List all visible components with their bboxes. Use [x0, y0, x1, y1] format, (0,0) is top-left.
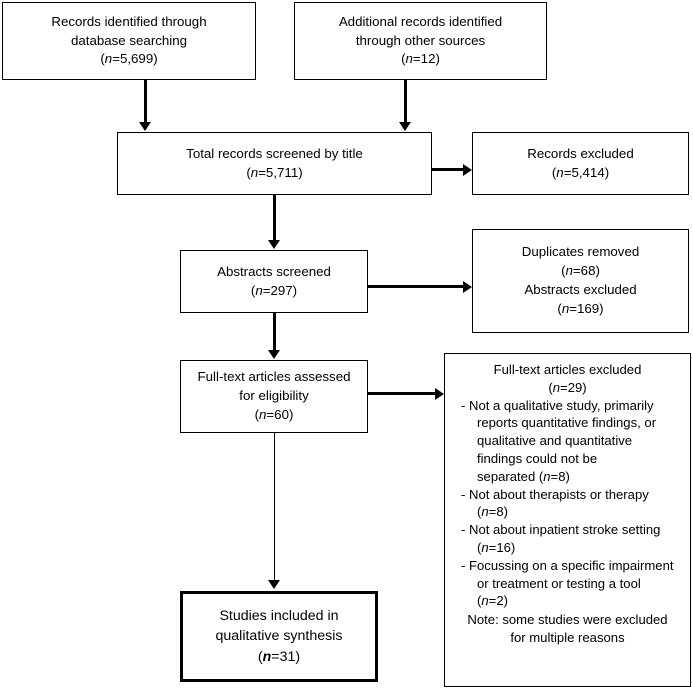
arrowhead-other-to-screened — [399, 122, 411, 131]
full-text-assessed-count: (n=60) — [254, 406, 294, 422]
records-identified-database-line-1: Records identified through — [51, 13, 207, 29]
connector-other-to-screened-stem — [404, 80, 408, 123]
arrowhead-abstracts-to-duplicates — [463, 280, 472, 293]
italic-n-glyph: n — [561, 300, 570, 316]
box-total-records-screened-by-title: Total records screened by title (n=5,711… — [117, 132, 432, 195]
reason-4-count: (n=2) — [477, 593, 508, 609]
reason-1-continuation-4: separated (n=8) — [477, 468, 570, 484]
arrowhead-abstracts-to-fulltext — [268, 350, 280, 359]
reason-1-continuation-2: qualitative and quantitative — [477, 433, 633, 449]
italic-n-glyph: n — [405, 51, 413, 67]
reason-2-count: (n=8) — [477, 504, 508, 520]
italic-n-glyph: n — [259, 406, 267, 422]
studies-included-line-1: Studies included in — [219, 608, 339, 625]
box-full-text-articles-assessed: Full-text articles assessed for eligibil… — [180, 360, 368, 433]
studies-included-line-2: qualitative synthesis — [215, 628, 343, 645]
abstracts-excluded-label: Abstracts excluded — [524, 282, 637, 297]
arrowhead-screened-to-records-excluded — [463, 163, 472, 176]
connector-abstracts-to-fulltext-stem — [273, 313, 276, 351]
connector-abstracts-to-duplicates — [368, 285, 464, 288]
total-records-screened-line-1: Total records screened by title — [186, 145, 363, 161]
records-excluded-count: (n=5,414) — [551, 164, 610, 180]
arrowhead-screened-to-abstracts — [268, 240, 280, 249]
full-text-assessed-line-1: Full-text articles assessed — [197, 369, 351, 385]
duplicates-removed-label: Duplicates removed — [521, 244, 640, 260]
connector-screened-to-records-excluded — [432, 168, 464, 171]
reason-4-continuation: or treatment or testing a tool — [477, 575, 641, 591]
box-duplicates-removed-abstracts-excluded: Duplicates removed (n=68) Abstracts excl… — [472, 229, 689, 333]
full-text-excluded-reason-2: - Not about therapists or therapy(n=8) — [451, 486, 684, 522]
italic-n-glyph: n — [556, 164, 564, 180]
records-identified-other-count: (n=12) — [401, 51, 440, 67]
full-text-assessed-line-2: for eligibility — [239, 388, 309, 404]
italic-n-glyph: n — [104, 51, 113, 67]
arrowhead-fulltext-to-included — [268, 580, 280, 589]
connector-screened-to-abstracts-stem — [273, 195, 276, 240]
records-identified-other-line-1: Additional records identified — [338, 13, 503, 29]
italic-n-glyph: n — [552, 379, 561, 395]
connector-fulltext-to-included-stem — [273, 433, 276, 581]
full-text-excluded-reason-3: - Not about inpatient stroke setting(n=1… — [451, 521, 684, 557]
box-records-identified-other-sources: Additional records identified through ot… — [294, 2, 547, 80]
italic-n-glyph: n — [565, 263, 573, 279]
box-records-identified-database: Records identified through database sear… — [2, 2, 256, 80]
reason-1-continuation: reports quantitative findings, or — [477, 415, 657, 431]
full-text-excluded-note-line-2: for multiple reasons — [510, 629, 625, 645]
connector-database-to-screened-stem — [144, 80, 147, 123]
arrowhead-database-to-screened — [139, 122, 151, 131]
full-text-excluded-note-line-1: Note: some studies were excluded — [467, 612, 668, 628]
studies-included-count: (n=31) — [257, 648, 301, 665]
reason-3-count: (n=16) — [477, 539, 516, 555]
connector-fulltext-to-excluded — [368, 392, 436, 395]
abstracts-screened-line-1: Abstracts screened — [217, 263, 331, 279]
arrowhead-fulltext-to-excluded — [435, 387, 444, 400]
box-abstracts-screened: Abstracts screened (n=297) — [180, 250, 368, 313]
total-records-screened-count: (n=5,711) — [246, 164, 303, 180]
records-identified-other-line-2: through other sources — [355, 32, 486, 48]
reason-1-continuation-3: findings could not be — [477, 450, 598, 466]
italic-n-glyph: n — [250, 164, 259, 180]
italic-n-glyph: n — [262, 648, 272, 665]
italic-n-glyph: n — [255, 282, 263, 298]
records-identified-database-line-2: database searching — [70, 32, 188, 48]
full-text-excluded-heading: Full-text articles excluded — [493, 362, 642, 377]
abstracts-excluded-count: (n=169) — [557, 300, 604, 316]
records-identified-database-count: (n=5,699) — [100, 51, 158, 67]
abstracts-screened-count: (n=297) — [250, 282, 298, 298]
box-records-excluded: Records excluded (n=5,414) — [472, 132, 689, 195]
full-text-excluded-heading-count: (n=29) — [548, 379, 587, 395]
box-studies-included-qualitative-synthesis: Studies included in qualitative synthesi… — [180, 591, 378, 682]
box-full-text-articles-excluded: Full-text articles excluded (n=29) - Not… — [444, 353, 691, 687]
duplicates-removed-count: (n=68) — [561, 263, 600, 279]
records-excluded-line-1: Records excluded — [527, 145, 634, 161]
